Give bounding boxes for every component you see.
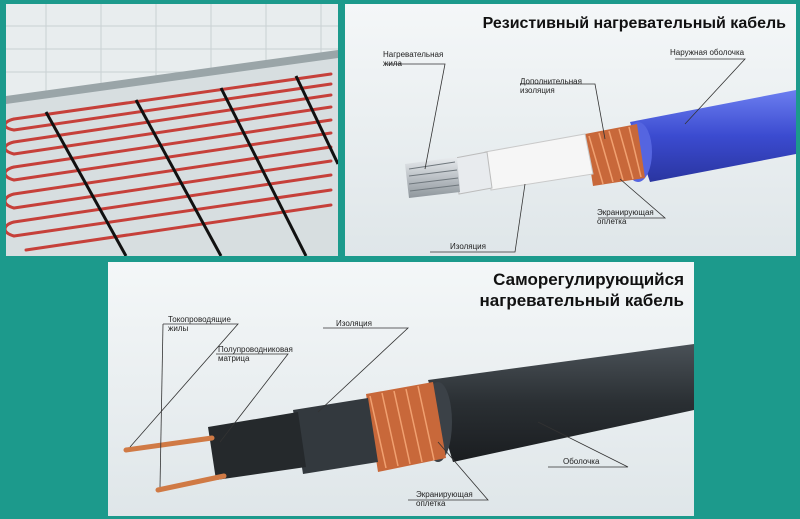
resistive-label-insulation: Изоляция xyxy=(450,242,486,251)
self-regulating-cable-panel: Саморегулирующийся нагревательный кабель xyxy=(108,262,694,516)
resistive-label-shield-1: Экранирующая xyxy=(597,208,654,217)
self-regulating-title-line1: Саморегулирующийся xyxy=(493,270,684,289)
resistive-label-shield-2: оплетка xyxy=(597,217,627,226)
selfreg-label-conductors-2: жилы xyxy=(168,324,189,333)
selfreg-label-conductors-1: Токопроводящие xyxy=(168,315,231,324)
selfreg-label-matrix-2: матрица xyxy=(218,354,250,363)
self-regulating-cable-diagram xyxy=(123,323,694,501)
resistive-label-extra-ins-2: изоляция xyxy=(520,86,555,95)
resistive-label-outer-sheath: Наружная оболочка xyxy=(670,48,745,57)
resistive-cable-panel: Резистивный нагревательный кабель xyxy=(345,4,796,256)
selfreg-label-matrix-1: Полупроводниковая xyxy=(218,345,293,354)
resistive-label-extra-ins-1: Дополнительная xyxy=(520,77,582,86)
selfreg-label-shield-2: оплетка xyxy=(416,499,446,508)
selfreg-label-sheath: Оболочка xyxy=(563,457,600,466)
floor-heating-photo xyxy=(6,4,338,256)
resistive-cable-title: Резистивный нагревательный кабель xyxy=(482,15,786,32)
self-regulating-title-line2: нагревательный кабель xyxy=(479,291,684,310)
floor-heating-illustration xyxy=(6,4,338,256)
selfreg-label-insulation: Изоляция xyxy=(336,319,372,328)
selfreg-label-shield-1: Экранирующая xyxy=(416,490,473,499)
resistive-label-core-2: жила xyxy=(383,59,402,68)
resistive-label-core-1: Нагревательная xyxy=(383,50,444,59)
resistive-cable-diagram xyxy=(385,58,796,253)
